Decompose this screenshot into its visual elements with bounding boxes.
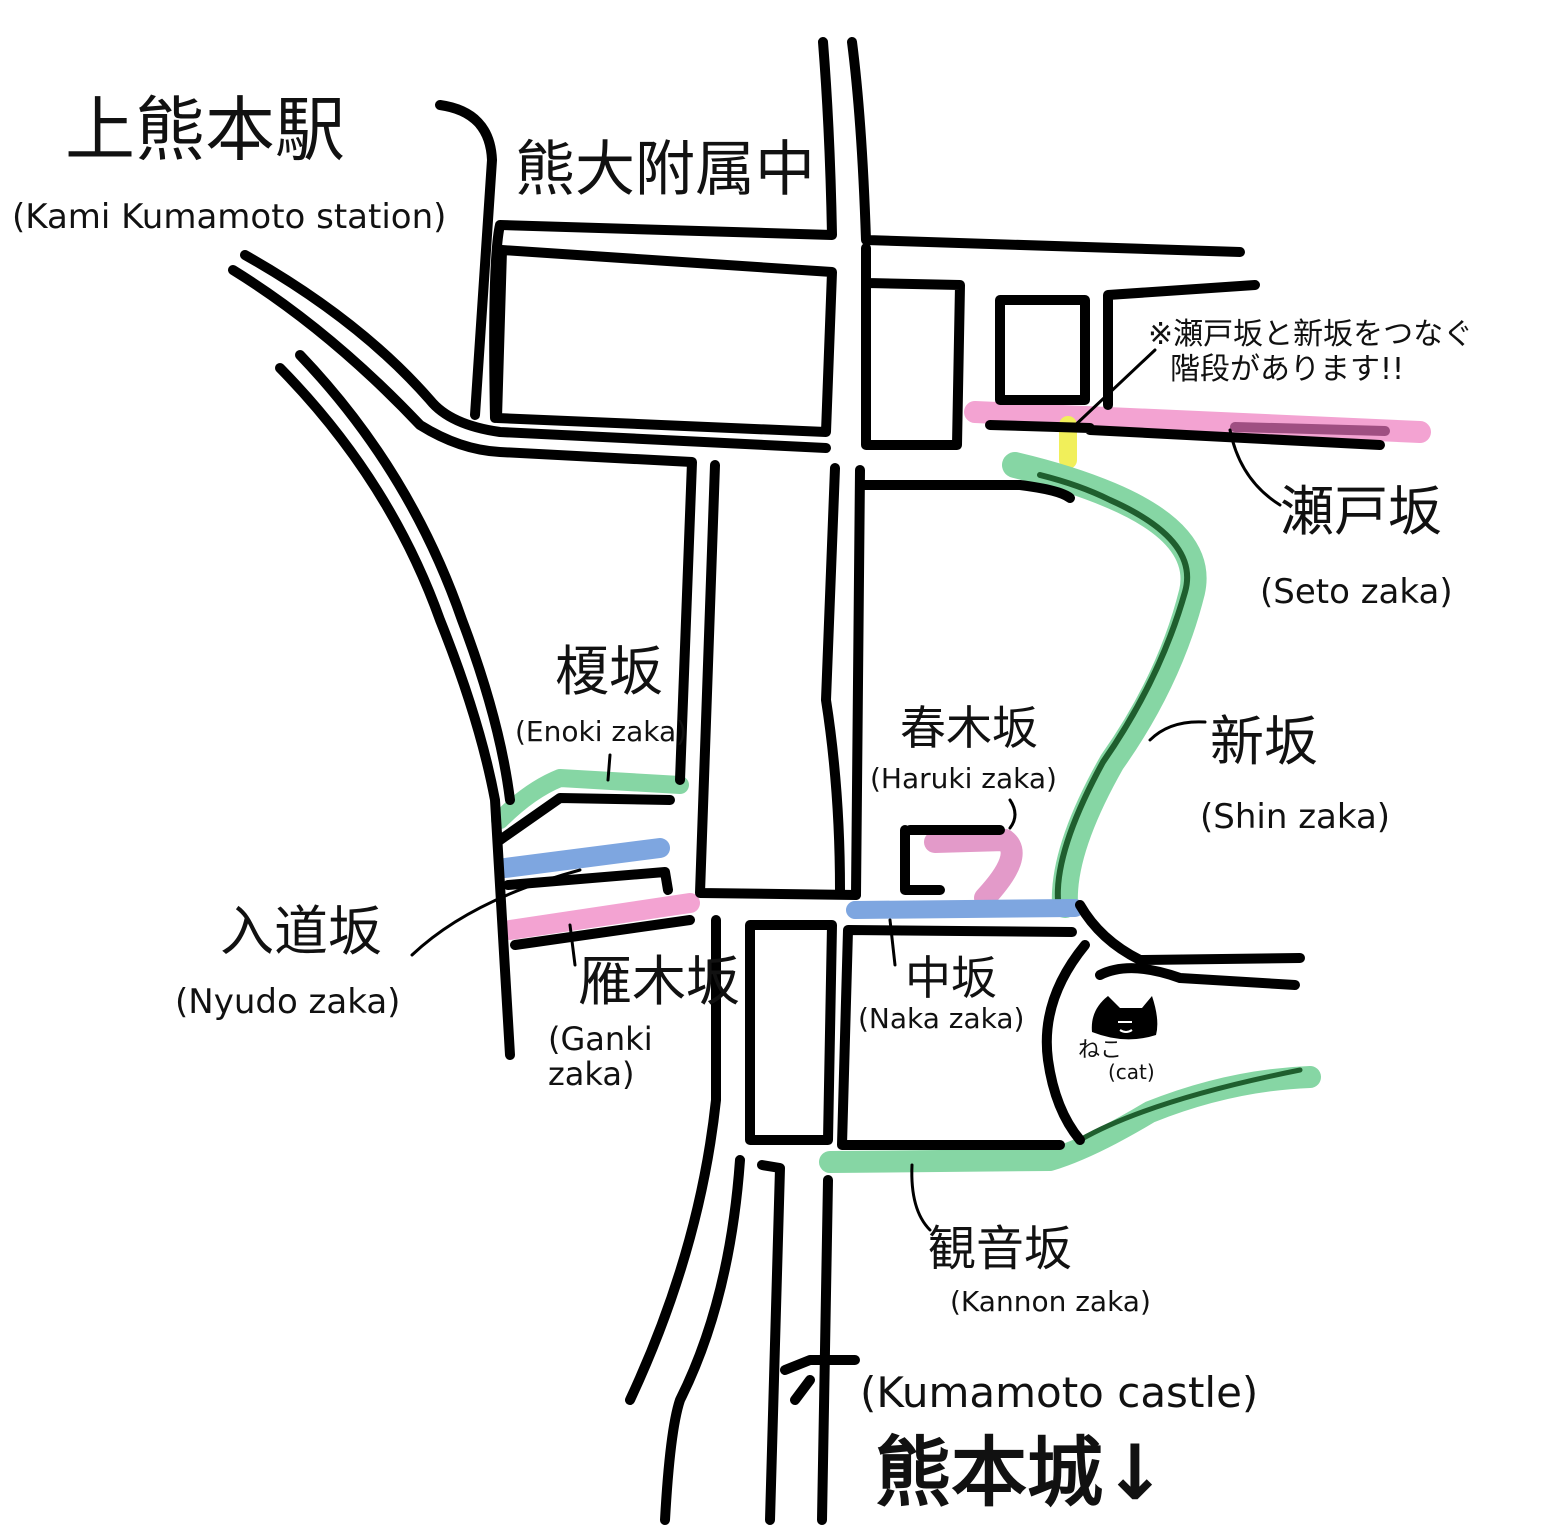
roads — [228, 37, 1385, 1525]
naka-zaka-highlight — [846, 899, 1084, 919]
road-line — [851, 465, 865, 900]
road-line — [857, 480, 1075, 503]
road-line — [275, 363, 515, 1060]
shin-zaka-label: 新坂 — [1210, 710, 1318, 773]
block-outline — [492, 245, 837, 437]
kannon-zaka-dark — [1077, 1067, 1303, 1143]
nyudo-zaka-label: 入道坂 — [220, 900, 382, 963]
haruki-leader-line — [1008, 798, 1017, 830]
seto-leader-line — [1228, 428, 1282, 507]
road-line — [625, 915, 721, 1405]
seto-zaka-label-en: (Seto zaka) — [1260, 572, 1453, 612]
shin-leader-line — [1148, 720, 1207, 742]
road-line — [821, 463, 845, 895]
kannon-zaka-label: 観音坂 — [928, 1221, 1073, 1277]
road-line — [780, 1355, 860, 1405]
road-line — [1103, 280, 1260, 410]
kannon-zaka-highlight — [819, 1066, 1321, 1173]
road-line — [295, 350, 515, 805]
enoki-leader-line — [606, 753, 612, 782]
leader-lines — [410, 348, 1282, 1232]
road-line — [1075, 900, 1305, 965]
road-line — [847, 37, 1245, 257]
road-line — [1095, 963, 1300, 990]
block-outline — [995, 295, 1090, 405]
station-name-en: (Kami Kumamoto station) — [12, 197, 447, 237]
stairs-note: ※瀬戸坂と新坂をつなぐ 階段があります!! — [1148, 317, 1474, 387]
naka-leader-line — [888, 918, 897, 967]
station-name: 上熊本駅 — [65, 89, 345, 171]
road-line — [745, 920, 837, 1145]
enoki-zaka-highlight — [491, 769, 689, 829]
cat-label: ねこ — [1078, 1038, 1123, 1063]
road-line — [503, 867, 673, 895]
enoki-zaka-label: 榎坂 — [555, 640, 663, 703]
road-line — [660, 1155, 745, 1525]
kannon-leader-line — [910, 1163, 932, 1232]
naka-zaka-label-en: (Naka zaka) — [858, 1002, 1025, 1035]
ganki-zaka-label-en: (Ganki zaka) — [548, 1020, 653, 1094]
block-outline — [900, 825, 1005, 895]
nyudo-leader-line — [410, 868, 582, 957]
school-label: 熊大附属中 — [515, 135, 815, 205]
ganki-zaka-highlight — [500, 893, 700, 940]
road-line — [837, 925, 1077, 1150]
nyudo-zaka-highlight — [495, 838, 670, 878]
cat-icon — [1091, 996, 1158, 1040]
road-line — [510, 915, 695, 950]
shin-zaka-dark — [1037, 472, 1191, 903]
road-line — [435, 100, 497, 420]
castle-label: 熊本城↓ — [875, 1428, 1167, 1517]
haruki-zaka-label: 春木坂 — [900, 701, 1038, 755]
note-leader-line — [1068, 348, 1157, 432]
naka-zaka-label: 中坂 — [905, 951, 997, 1005]
slope-highlights — [491, 401, 1431, 1173]
ganki-leader-line — [568, 923, 577, 967]
stairs-note-line2: 階段があります!! — [1170, 351, 1405, 387]
shin-zaka-label-en: (Shin zaka) — [1200, 797, 1391, 837]
road-line — [495, 793, 675, 845]
road-line — [861, 243, 965, 450]
road-line — [817, 1175, 833, 1525]
road-line — [1041, 940, 1090, 1145]
haruki-zaka-label-en: (Haruki zaka) — [870, 762, 1057, 795]
enoki-zaka-label-en: (Enoki zaka) — [515, 715, 688, 748]
seto-zaka-dark — [1230, 422, 1390, 436]
kannon-zaka-label-en: (Kannon zaka) — [950, 1285, 1151, 1318]
road-line — [757, 1160, 785, 1525]
road-line — [695, 460, 861, 900]
road-line — [228, 265, 697, 785]
ganki-zaka-label: 雁木坂 — [578, 950, 740, 1013]
road-line — [489, 37, 837, 423]
castle-label-en: (Kumamoto castle) — [860, 1368, 1259, 1417]
shin-zaka-highlight — [1002, 452, 1207, 918]
cat-label-en: (cat) — [1108, 1060, 1155, 1084]
haruki-zaka-highlight — [924, 829, 1023, 909]
seto-zaka-label: 瀬戸坂 — [1280, 480, 1442, 543]
nyudo-zaka-label-en: (Nyudo zaka) — [175, 982, 401, 1022]
road-line — [240, 250, 831, 453]
stairs-note-line1: ※瀬戸坂と新坂をつなぐ — [1148, 317, 1474, 352]
